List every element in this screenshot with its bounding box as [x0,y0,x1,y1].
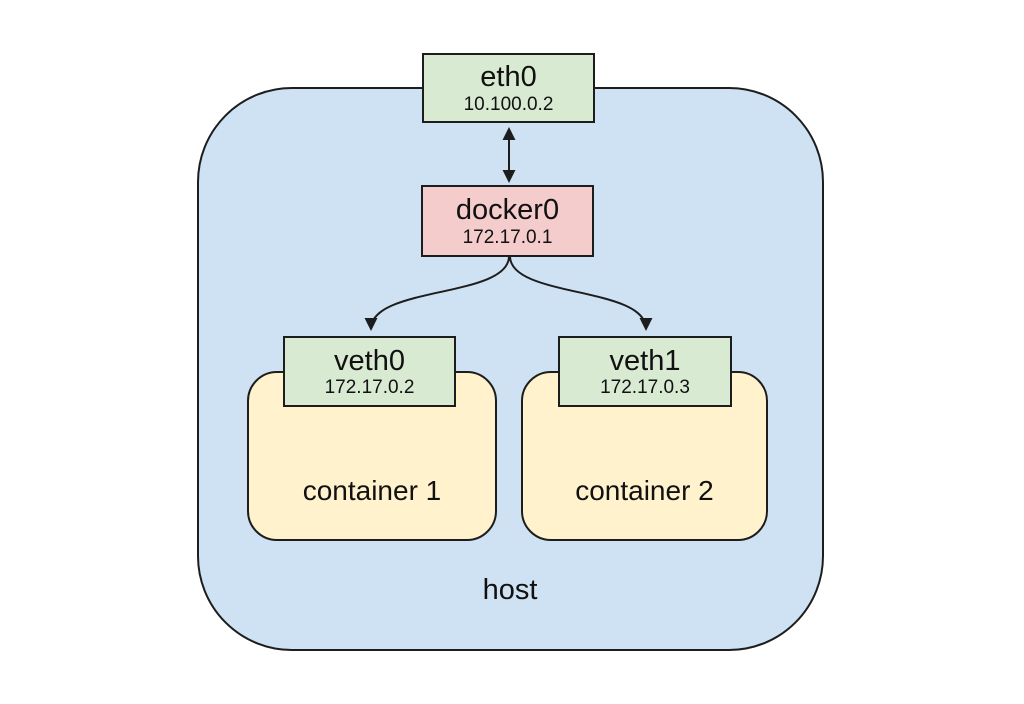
node-eth0-label: eth0 [480,61,537,94]
node-docker0: docker0 172.17.0.1 [421,185,594,257]
node-veth1-label: veth1 [609,344,681,377]
node-eth0: eth0 10.100.0.2 [422,53,595,123]
node-docker0-label: docker0 [455,194,560,227]
node-veth0-label: veth0 [334,344,405,377]
host-label: host [482,574,538,606]
node-veth0: veth0 172.17.0.2 [283,336,456,407]
container-2-label: container 2 [575,475,714,506]
node-veth1-ip: 172.17.0.3 [600,377,690,399]
node-docker0-ip: 172.17.0.1 [462,226,553,248]
node-eth0-ip: 10.100.0.2 [463,93,554,115]
node-veth0-ip: 172.17.0.2 [324,377,415,399]
container-1-label: container 1 [302,475,442,506]
node-veth1: veth1 172.17.0.3 [558,336,732,407]
